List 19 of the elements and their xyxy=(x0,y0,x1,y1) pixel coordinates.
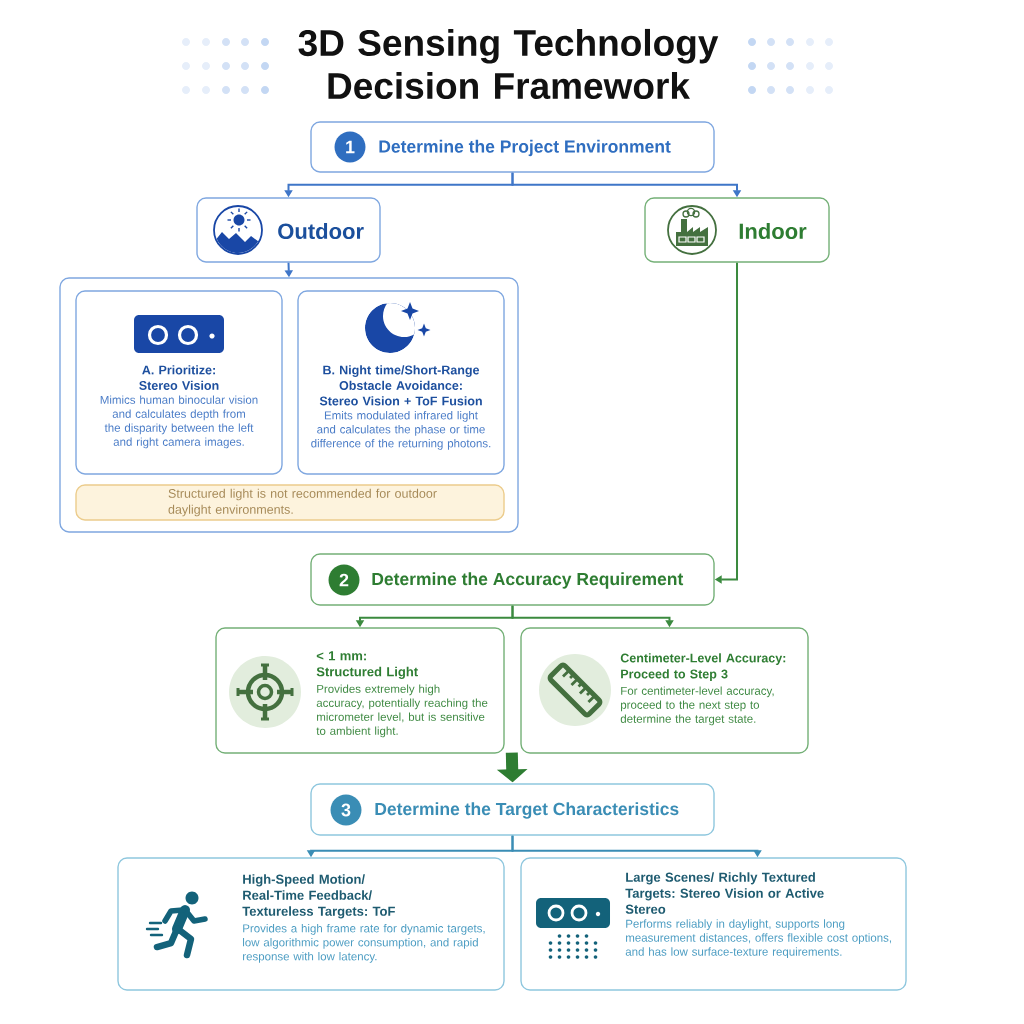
card-text: Provides a high frame rate for dynamic targets, low algorithmic power consumption, and rapid response with low latency. xyxy=(243,923,485,963)
card-title: High-Speed Motion/ Real-Time Feedback/ Textureless Targets: ToF xyxy=(242,874,395,919)
title: 3D Sensing Technology Decision Framework xyxy=(298,28,719,100)
step-number: 3 xyxy=(330,794,362,826)
card-text: For centimeter-level accuracy, proceed to the next step to determine the target state. xyxy=(620,686,774,726)
card-title: Centimeter-Level Accuracy: Proceed to Step 3 xyxy=(620,653,786,681)
card-text: Performs reliably in daylight, supports long measurement distances, offers flexible cost options, and has low surface-texture requirements. xyxy=(625,919,891,959)
card-text: Emits modulated infrared light and calculates the phase or time difference of the returning photons. xyxy=(311,410,491,450)
note-box: Structured light is not recommended for outdoor daylight environments. xyxy=(75,484,505,521)
card-text: Mimics human binocular vision and calculates depth from the disparity between the left and right camera images. xyxy=(100,395,258,449)
card-title: A. Prioritize: Stereo Vision xyxy=(139,365,219,390)
step-number: 1 xyxy=(334,131,366,163)
option-box: Indoor xyxy=(644,197,830,263)
card-text: Provides extremely high accuracy, potentially reaching the micrometer level, but is sensitive to ambient light. xyxy=(316,684,488,738)
step-number: 2 xyxy=(328,564,360,596)
option-box: Outdoor xyxy=(196,197,381,263)
card-title: B. Night time/Short-Range Obstacle Avoidance: Stereo Vision + ToF Fusion xyxy=(319,365,482,406)
card-title: Large Scenes/ Richly Textured Targets: Stereo Vision or Active Stereo xyxy=(625,872,824,914)
card-title: < 1 mm: Structured Light xyxy=(316,651,418,679)
